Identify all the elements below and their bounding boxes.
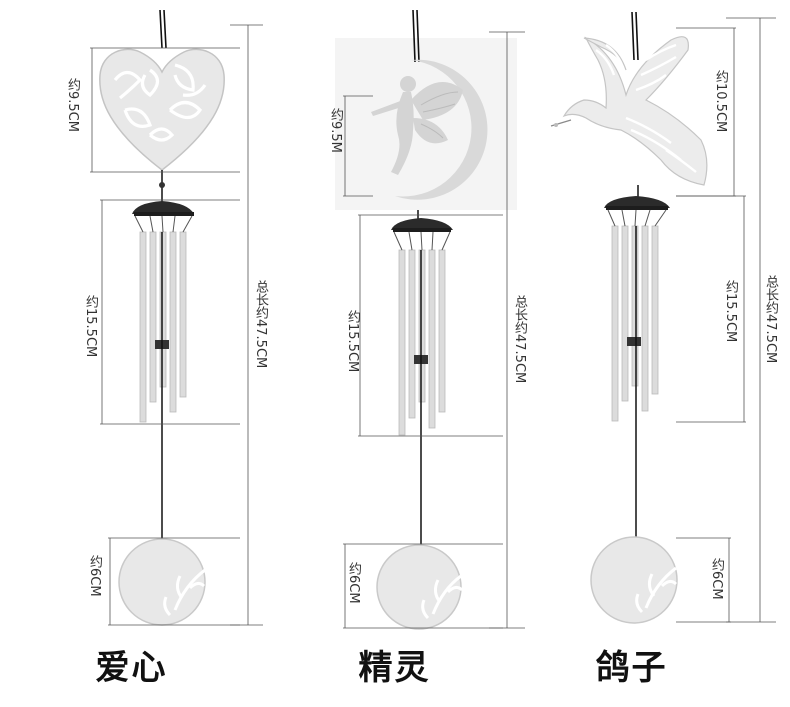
fairy-chime-illustration xyxy=(335,9,525,630)
disc-size-label: 约6CM xyxy=(346,562,361,604)
total-length-label: 总长约47.5CM xyxy=(253,280,268,369)
heart-chime-illustration xyxy=(90,9,263,626)
wind-disc xyxy=(376,544,462,630)
dove-chime-illustration xyxy=(550,11,776,624)
chime-size-label: 约15.5CM xyxy=(723,280,738,343)
product-panel-fairy: 约9.5M 约15.5CM 约6CM 总长约47.5CM 精灵 xyxy=(263,0,527,707)
decor-size-label: 约10.5CM xyxy=(713,70,728,133)
product-panel-heart: 约9.5CM 约15.5CM 约6CM 总长约47.5CM 爱心 xyxy=(0,0,268,707)
product-name: 爱心 xyxy=(95,648,168,688)
disc-size-label: 约6CM xyxy=(87,555,102,597)
chime-size-label: 约15.5CM xyxy=(345,310,360,373)
total-length-label: 总长约47.5CM xyxy=(763,275,778,364)
heart-icon xyxy=(99,48,225,171)
disc-size-label: 约6CM xyxy=(709,558,724,600)
fairy-moon-icon xyxy=(395,59,488,200)
decor-size-label: 约9.5M xyxy=(328,108,343,153)
product-name: 鸽子 xyxy=(595,648,668,688)
product-panel-dove: 约10.5CM 约15.5CM 约6CM 总长约47.5CM 鸽子 xyxy=(526,0,790,707)
decor-size-label: 约9.5CM xyxy=(65,78,80,132)
chime-cap xyxy=(391,218,453,230)
chime-size-label: 约15.5CM xyxy=(83,295,98,358)
wind-disc xyxy=(590,536,678,624)
product-name: 精灵 xyxy=(358,648,431,688)
chime-cap xyxy=(132,201,194,214)
chime-cap xyxy=(604,196,670,208)
dove-icon xyxy=(562,36,708,186)
total-length-label: 总长约47.5CM xyxy=(512,295,527,384)
